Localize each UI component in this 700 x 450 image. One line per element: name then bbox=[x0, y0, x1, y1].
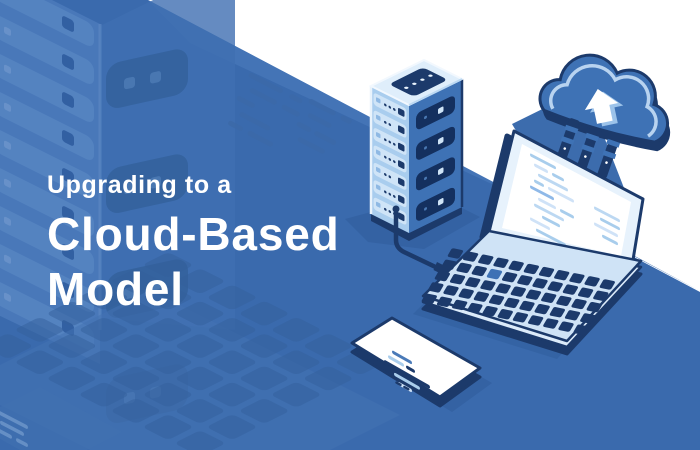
server-tower-illustration bbox=[368, 58, 465, 277]
laptop-screen-code-lines bbox=[530, 153, 574, 247]
laptop-screen-code-block bbox=[594, 206, 620, 246]
background-server-rack bbox=[0, 0, 235, 423]
smartphone-illustration bbox=[350, 316, 482, 408]
cloud-upload-icon bbox=[538, 53, 671, 178]
headline-title-line2: Model bbox=[47, 263, 184, 315]
background-phone bbox=[0, 387, 122, 450]
laptop-keyboard-keys bbox=[421, 248, 615, 335]
headline-eyebrow: Upgrading to a bbox=[47, 171, 232, 199]
background-code-dashes-2 bbox=[296, 98, 352, 154]
server-top-panel bbox=[391, 68, 446, 96]
background-code-dashes bbox=[228, 72, 303, 147]
phone-body bbox=[350, 316, 482, 399]
background-keyboard bbox=[0, 253, 384, 450]
headline: Upgrading to a Cloud-Based Model bbox=[47, 170, 339, 317]
laptop-illustration bbox=[421, 129, 645, 356]
server-cable bbox=[393, 207, 449, 275]
laptop-screen bbox=[502, 144, 631, 256]
cloud-highlight bbox=[549, 63, 658, 138]
phone-speaker-marks bbox=[395, 381, 410, 391]
upload-arrow-icon bbox=[584, 88, 624, 127]
headline-title-line1: Cloud-Based bbox=[47, 208, 340, 260]
cloud-plugs bbox=[555, 118, 621, 178]
